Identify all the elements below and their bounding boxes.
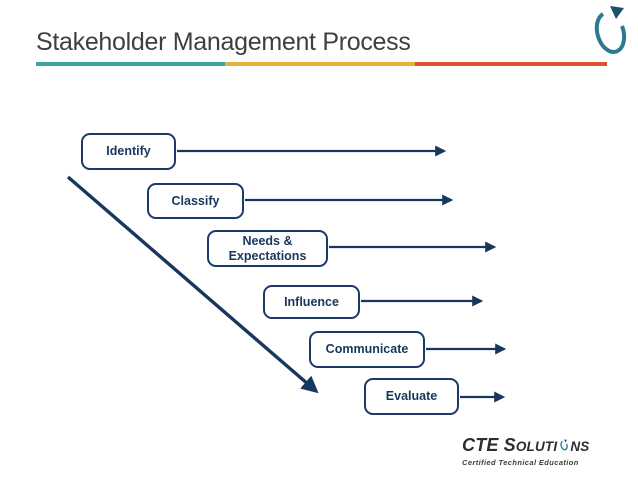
step-label: Evaluate — [385, 389, 438, 403]
logo-text-oluti: OLUTI — [515, 439, 558, 454]
page-title: Stakeholder Management Process — [36, 28, 411, 56]
logo-text-cte: CTE — [462, 435, 499, 455]
step-box-influence: Influence — [263, 285, 360, 319]
cte-swoosh-o-icon — [560, 439, 569, 451]
step-box-identify: Identify — [81, 133, 176, 170]
step-box-communicate: Communicate — [309, 331, 425, 368]
step-box-needs-expectations: Needs & Expectations — [207, 230, 328, 267]
step-label: Classify — [171, 193, 220, 208]
underline-gold-segment — [225, 62, 415, 66]
brand-swirl-icon — [594, 6, 627, 54]
logo-text-s: S — [503, 435, 516, 455]
step-label: Communicate — [325, 342, 409, 356]
underline-orange-segment — [415, 62, 607, 66]
title-underline — [36, 62, 607, 66]
step-label: Identify — [106, 144, 151, 158]
cte-tagline: Certified Technical Education — [462, 458, 579, 467]
logo-text-ns: NS — [570, 439, 590, 454]
underline-teal-segment — [36, 62, 225, 66]
step-label: Needs & Expectations — [228, 233, 307, 263]
step-box-classify: Classify — [147, 183, 244, 219]
step-box-evaluate: Evaluate — [364, 378, 459, 415]
step-label: Influence — [284, 294, 339, 309]
